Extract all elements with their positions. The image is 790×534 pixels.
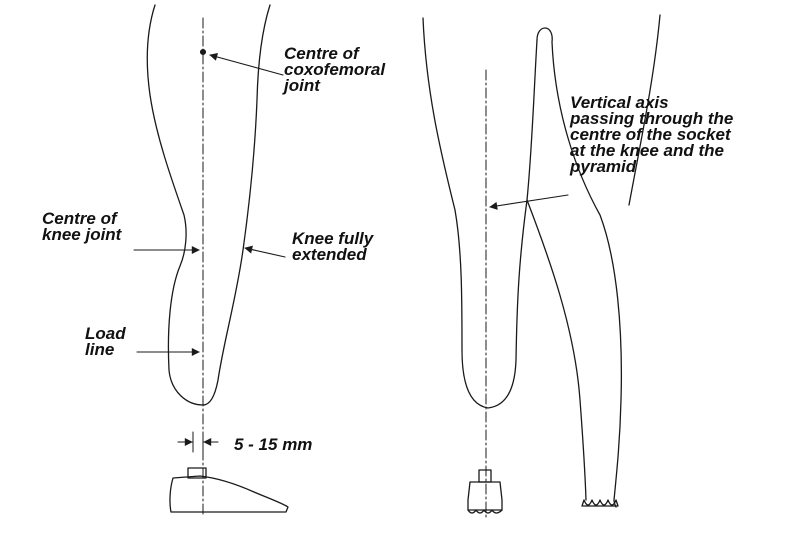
hip-centre-label: Centre of coxofemoral joint [284, 44, 386, 95]
front-prosthetic-foot [467, 481, 503, 511]
knee-centre-label-line-1: Centre of [42, 209, 117, 228]
knee-extended-label: Knee fully extended [292, 229, 374, 264]
front-sound-foot-base [581, 499, 619, 507]
load-line-label: Load line [85, 324, 126, 359]
vertical-axis-label-line-3: centre of the socket [570, 125, 731, 144]
hip-centre-label-line-3: joint [284, 76, 320, 95]
vertical-axis-leader-arrow [489, 194, 569, 210]
vertical-axis-label-line-5: pyramid [570, 157, 637, 176]
front-foot-toes [467, 509, 503, 514]
side-prosthetic-foot [169, 475, 289, 513]
knee-centre-label-line-2: knee joint [42, 225, 122, 244]
hip-centre-label-line-2: coxofemoral [284, 60, 386, 79]
front-sound-limb-inner-outline [628, 14, 661, 206]
vertical-axis-label-line-1: Vertical axis [570, 93, 669, 112]
load-line-label-line-2: line [85, 340, 115, 359]
hip-centre-dot [199, 48, 207, 56]
knee-centre-label: Centre of knee joint [42, 209, 122, 244]
front-sound-limb-lower-inner [526, 199, 587, 501]
vertical-axis-label: Vertical axis passing through the centre… [570, 93, 734, 176]
side-limb-back-outline [146, 4, 204, 406]
front-sound-limb-outline [536, 27, 623, 508]
offset-dimension-label: 5 - 15 mm [234, 435, 313, 454]
knee-extended-label-line-1: Knee fully [292, 229, 374, 248]
knee-extended-leader-arrow [244, 245, 286, 258]
vertical-axis-label-line-2: passing through the [570, 109, 734, 128]
vertical-axis-label-line-4: at the knee and the [570, 141, 724, 160]
side-limb-front-outline [202, 4, 271, 406]
hip-centre-label-line-1: Centre of [284, 44, 359, 63]
load-line-label-line-1: Load [85, 324, 126, 343]
hip-leader-arrow [209, 53, 284, 76]
front-residual-limb-outline [422, 17, 538, 409]
knee-extended-label-line-2: extended [292, 245, 367, 264]
side-foot-pyramid-adapter [187, 467, 207, 479]
front-foot-pyramid-adapter [478, 469, 492, 483]
